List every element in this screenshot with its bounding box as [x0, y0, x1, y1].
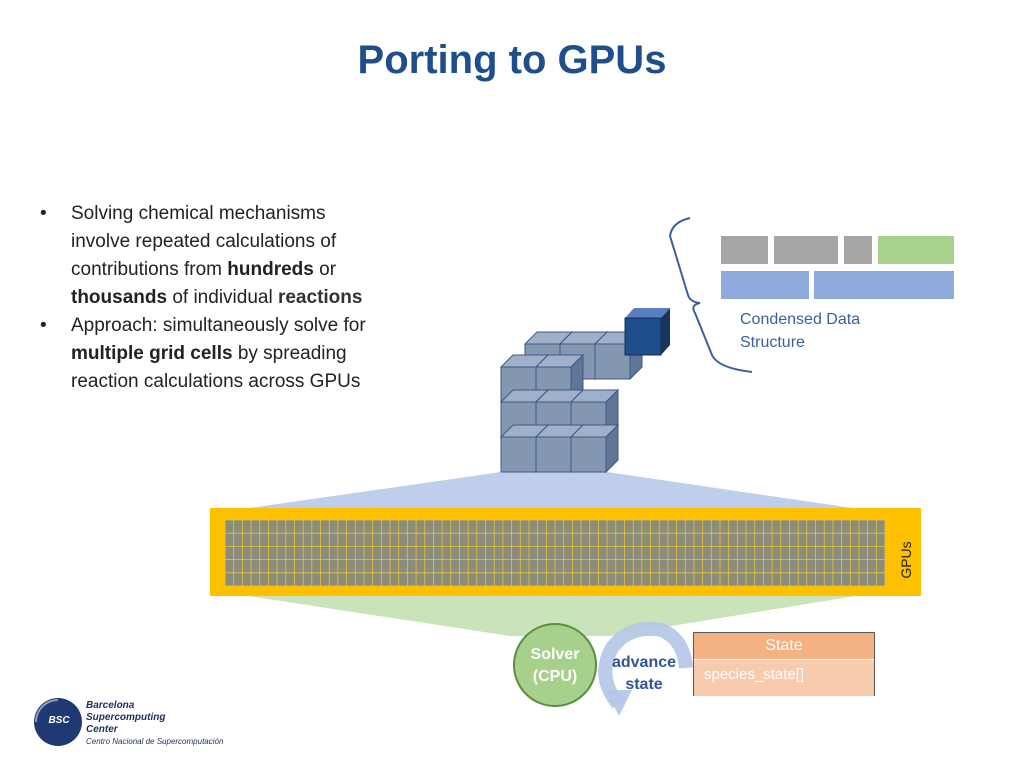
logo-badge: BSC: [48, 715, 70, 726]
grid-cube: [569, 423, 620, 474]
logo-line-2: Supercomputing: [86, 712, 166, 723]
bullet-text: or: [313, 259, 337, 280]
state-header: State: [694, 633, 874, 660]
logo-line-1: Barcelona: [86, 700, 135, 711]
grid-cube-stack: [499, 330, 644, 474]
logo-line-4: Centro Nacional de Supercomputación: [86, 737, 224, 746]
advance-label-line-1: advance: [611, 654, 677, 671]
data-block-gray-2: [774, 236, 838, 264]
cycle-arrowhead-icon: [606, 690, 632, 716]
bullet-item-1: • Solving chemical mechanisms involve re…: [38, 200, 368, 312]
advance-state-label: advance state: [602, 652, 686, 696]
gpus-label: GPUs: [896, 530, 916, 590]
solver-label: Solver: [530, 646, 580, 663]
gpus-label-text: GPUs: [898, 541, 914, 579]
bullet-bold-reactions: reactions: [277, 287, 363, 308]
projection-bottom: [222, 592, 880, 636]
data-block-gray-1: [721, 236, 768, 264]
bullet-text: Solving chemical mechanisms involve repe…: [71, 203, 337, 280]
state-field: species_state[]: [694, 660, 874, 696]
bullet-item-2: • Approach: simultaneously solve for mul…: [38, 312, 368, 396]
bullet-text: by spreading reaction calculations acros…: [71, 343, 361, 392]
slide-title: Porting to GPUs: [357, 38, 667, 82]
logo-line-3: Center: [86, 724, 118, 735]
condensed-label-line-1: Condensed Data: [740, 311, 861, 328]
bullet-bold-thousands: thousands: [71, 287, 168, 308]
projection-top: [222, 472, 880, 512]
bullet-text: Approach: simultaneously solve for: [71, 315, 366, 336]
state-box: State species_state[]: [693, 632, 875, 696]
brace-icon: [668, 217, 753, 373]
data-block-green: [878, 236, 954, 264]
data-block-blue-2: [814, 271, 954, 299]
bullet-dot: •: [40, 315, 47, 336]
cycle-arrow-icon: [598, 621, 693, 709]
condensed-data-structure: [721, 236, 954, 299]
bullet-bold-grid-cells: multiple grid cells: [71, 343, 233, 364]
bullet-dot: •: [40, 203, 47, 224]
bsc-logo-icon: [34, 698, 82, 746]
bullet-bold-hundreds: hundreds: [227, 259, 314, 280]
data-block-blue-1: [721, 271, 809, 299]
solver-sublabel: (CPU): [532, 668, 578, 685]
gpu-core-grid: [224, 519, 886, 587]
condensed-data-label: Condensed Data Structure: [740, 308, 890, 354]
solver-cpu-node: Solver (CPU): [513, 623, 597, 707]
bullet-text: of individual: [167, 287, 278, 308]
data-block-gray-3: [844, 236, 872, 264]
advance-label-line-2: state: [625, 676, 663, 693]
logo-text: Barcelona Supercomputing Center Centro N…: [86, 700, 223, 748]
condensed-label-line-2: Structure: [740, 334, 805, 351]
bullet-list: • Solving chemical mechanisms involve re…: [38, 200, 368, 396]
highlighted-cube: [624, 308, 670, 356]
